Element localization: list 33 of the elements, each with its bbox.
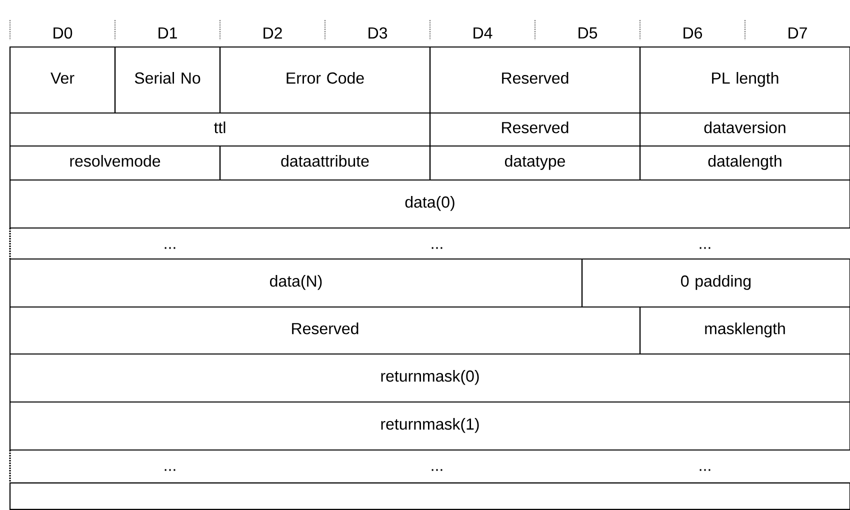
table-cell: ttl	[9, 112, 431, 147]
table-cell: datatype	[429, 145, 641, 181]
table-cell: datalength	[639, 145, 850, 181]
column-label: D3	[368, 27, 388, 39]
column-label: D2	[264, 27, 282, 39]
ellipsis: ...	[700, 247, 710, 249]
table-cell: Error Code	[219, 46, 431, 114]
empty-cell	[9, 482, 850, 510]
table-cell: dataattribute	[219, 145, 431, 181]
table-cell: data(0)	[9, 179, 850, 229]
table-cell: Reserved	[429, 112, 641, 147]
column-label: D0	[54, 27, 72, 39]
table-cell: masklength	[639, 306, 850, 355]
column-label: D5	[578, 27, 598, 39]
table-cell: Reserved	[429, 46, 641, 114]
table-cell: resolvemode	[9, 145, 221, 181]
table-cell: dataversion	[639, 112, 850, 147]
column-label: D1	[158, 28, 177, 38]
table-cell: returnmask(1)	[9, 401, 850, 451]
ellipsis: ...	[432, 469, 442, 471]
ellipsis: ...	[700, 469, 710, 471]
table-cell: Serial No	[114, 46, 221, 114]
table-cell: Reserved	[9, 306, 641, 355]
column-label: D4	[474, 28, 492, 38]
table-cell: 0 padding	[581, 258, 850, 308]
table-cell: PL length	[639, 46, 850, 114]
ellipsis: ...	[164, 469, 176, 471]
table-cell: returnmask(0)	[9, 353, 850, 403]
table-cell: data(N)	[9, 258, 583, 308]
table-cell: Ver	[9, 46, 116, 114]
column-label: D6	[684, 27, 702, 39]
ellipsis: ...	[432, 247, 442, 249]
ellipsis: ...	[164, 247, 176, 249]
